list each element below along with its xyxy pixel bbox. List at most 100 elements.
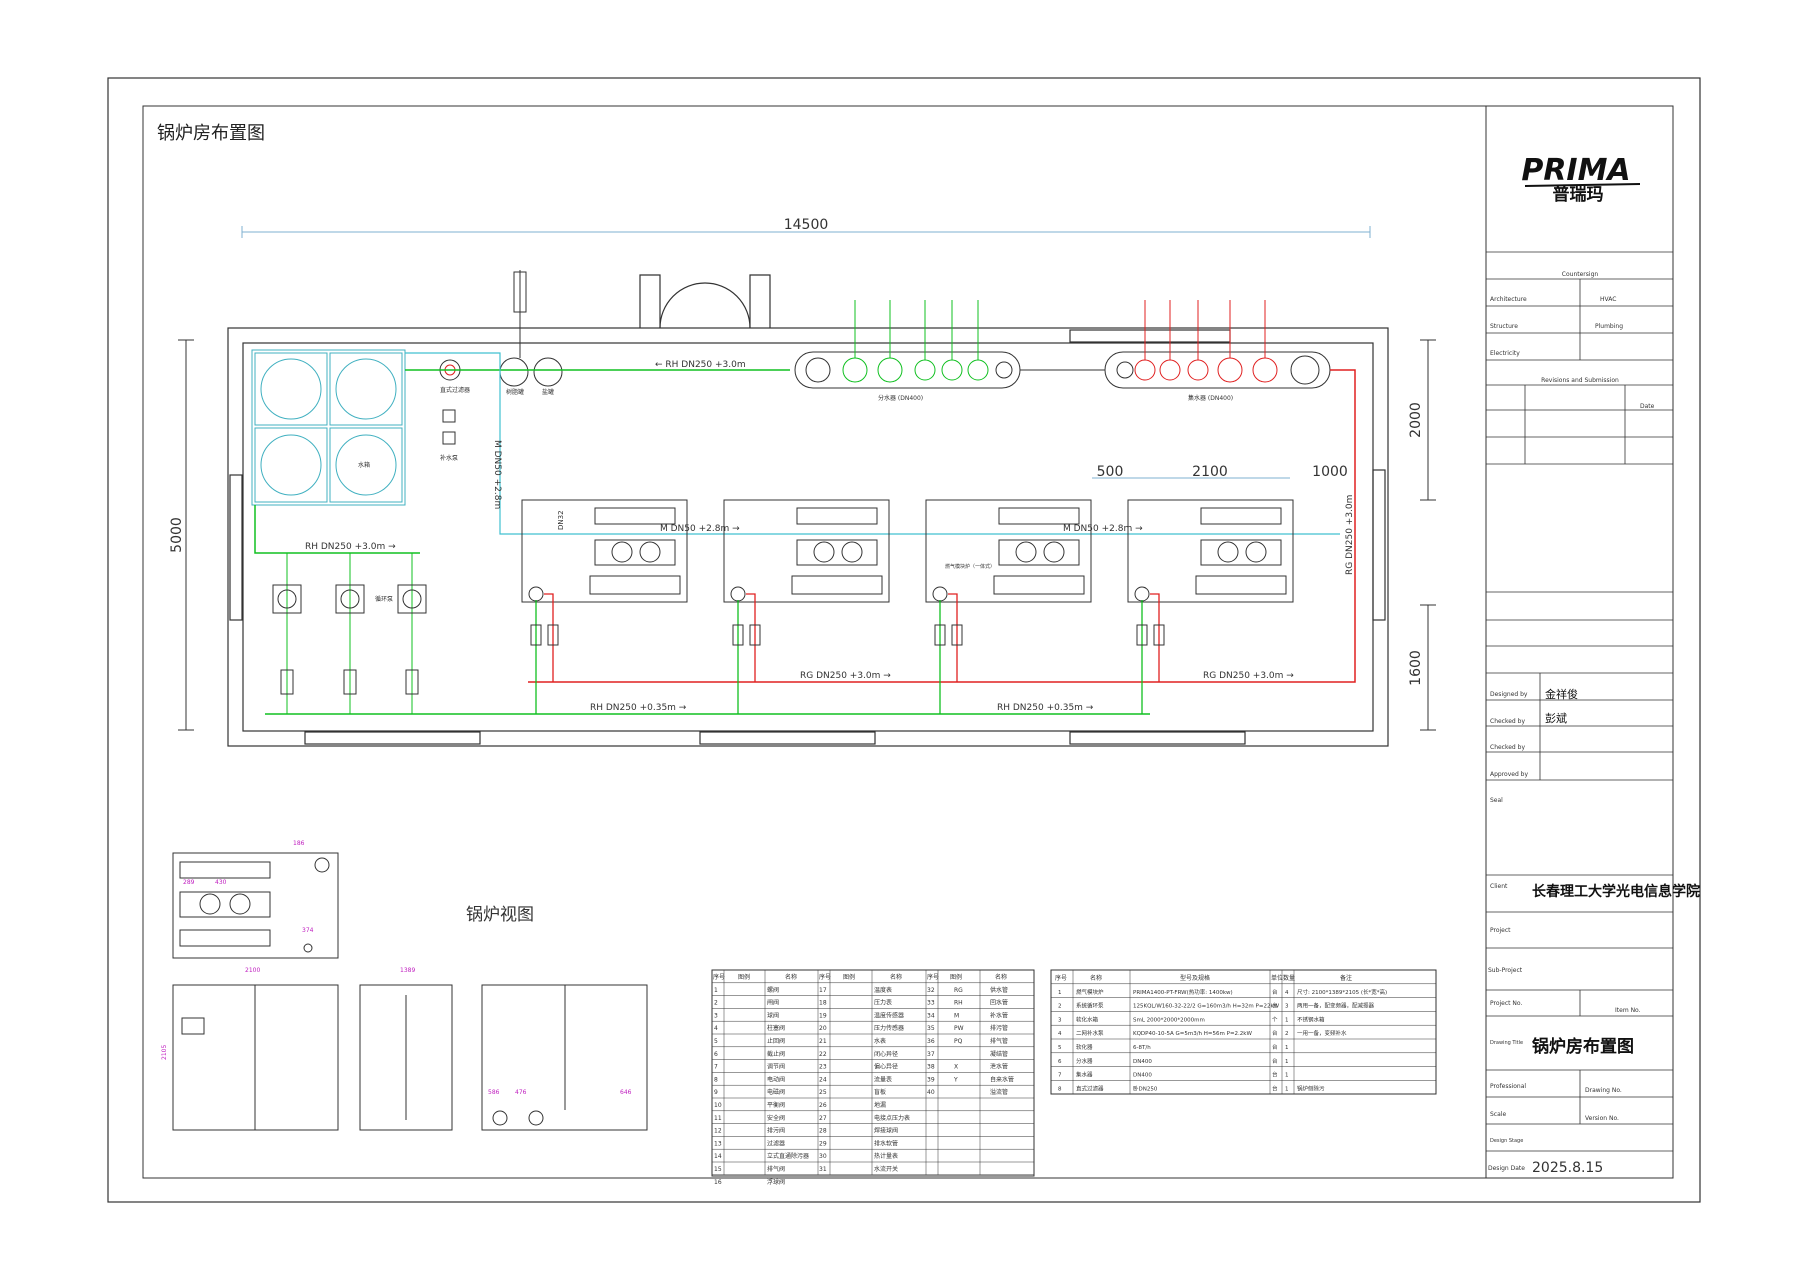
equip-cell: 尺寸: 2100*1389*2105 (长*宽*高) [1297,988,1387,996]
legend-row-name: 电磁阀 [767,1088,785,1096]
label-distributor: 分水器 (DN400) [878,394,923,402]
equip-cell: 锅炉侧除污 [1297,1084,1325,1092]
equip-header: 序号 [1055,974,1067,982]
legend-row-num: 9 [714,1089,718,1096]
legend-header-1: 图例 [738,973,750,981]
legend-row-num: 20 [819,1025,827,1032]
legend-row-num: 26 [819,1102,827,1109]
prima-logo: PRIMA 普瑞玛 [1521,153,1641,205]
legend-row-code: Y [953,1076,958,1083]
legend-row-name: 平衡阀 [767,1101,785,1109]
legend-row-num: 34 [927,1012,935,1019]
legend-row-name: 溢流管 [990,1088,1008,1096]
dim-overall-height: 5000 [169,517,185,553]
legend-row-name: 过滤器 [767,1139,785,1147]
tb-project-no: Project No. [1490,1000,1522,1007]
tb-checked-by-2: Checked by [1490,744,1525,751]
makeup-pump-2 [442,431,456,445]
legend-row-name: 温度表 [874,986,892,994]
inner-frame [142,105,1674,1179]
equip-cell: 125KQL/W160-32-22/2 G=160m3/h H=32m P=22… [1133,1004,1280,1010]
legend-row-name: 焊接球阀 [874,1127,898,1135]
legend-row-num: 39 [927,1076,935,1083]
equip-cell: PRIMA1400-PT-FRW(热功率: 1400kw) [1133,988,1233,996]
legend-row-name: 热计量表 [874,1152,898,1160]
label-rh-bottom-2: RH DN250 +0.35m → [997,703,1094,713]
legend-row-num: 18 [819,1000,827,1007]
equip-cell: 软化器 [1076,1043,1093,1051]
legend-row-code: M [954,1012,959,1019]
legend-row-name: 盲板 [874,1088,886,1096]
legend-row-num: 2 [714,1000,718,1007]
equip-cell: 台 [1272,1071,1278,1079]
label-softener: 树脂罐 [506,388,524,396]
dim-rear-w3: 646 [620,1089,632,1096]
equip-cell: 两用一备，配变频器，配减振器 [1297,1002,1375,1010]
dim-side-w: 1389 [400,967,415,974]
legend-row-num: 7 [714,1064,718,1071]
legend-row-name: 电动阀 [767,1075,785,1083]
legend-row-num: 23 [819,1064,827,1071]
water-tank [251,349,406,506]
tb-checker: 彭斌 [1545,711,1567,725]
dim-plan-w3: 289 [183,879,195,886]
legend-header-0: 序号 [713,973,725,981]
label-rh-bottom-1: RH DN250 +0.35m → [590,703,687,713]
tb-design-stage: Design Stage [1490,1138,1523,1144]
legend-row-name: 压力表 [874,999,892,1007]
legend-row-num: 8 [714,1076,718,1083]
tb-plumbing: Plumbing [1595,323,1623,330]
equip-cell: 1 [1058,990,1062,996]
tb-version-no: Version No. [1585,1115,1619,1122]
distributor [794,300,1021,389]
dim-plan-w2: 430 [215,879,227,886]
tb-drawing-title: 锅炉房布置图 [1532,1036,1634,1057]
equip-cell: 1 [1285,1073,1289,1079]
boiler-view-title: 锅炉视图 [466,905,534,925]
legend-row-num: 6 [714,1051,718,1058]
softener [499,357,529,387]
legend-row-name: 球阀 [767,1011,779,1019]
tb-architecture: Architecture [1490,296,1527,303]
equip-cell: SmL 2000*2000*2000mm [1133,1017,1205,1023]
equip-cell: 系统循环泵 [1076,1002,1104,1010]
legend-row-name: 流量表 [874,1075,892,1083]
tb-scale: Scale [1490,1111,1506,1118]
drawing-title: 锅炉房布置图 [157,123,265,144]
equip-cell: 4 [1058,1031,1062,1037]
tb-checked-by-1: Checked by [1490,718,1525,725]
legend-row-code: RH [954,1000,963,1007]
equip-cell: 台 [1272,1057,1278,1065]
legend-row-num: 5 [714,1038,718,1045]
equip-cell: 6-8T/h [1133,1045,1151,1051]
legend-row-name: 水表 [874,1037,886,1045]
legend-row-num: 10 [714,1102,722,1109]
label-rh-left: RH DN250 +3.0m → [305,542,396,552]
label-filter: 直式过滤器 [440,386,470,394]
logo-brand-cn: 普瑞玛 [1553,184,1604,205]
boiler-connections [535,593,1160,714]
legend-row-num: 16 [714,1179,722,1186]
legend-row-num: 13 [714,1140,722,1147]
tb-electricity: Electricity [1490,350,1520,357]
legend-row-name: 螺阀 [767,986,779,994]
label-rg-vertical: RG DN250 +3.0m [1345,495,1355,575]
label-makeup-pump: 补水泵 [440,454,458,462]
equip-cell: 台 [1272,1084,1278,1092]
collector [1104,300,1331,389]
dim-right-upper: 2000 [1408,402,1424,438]
legend-row-name: 电接点压力表 [874,1114,910,1122]
equip-cell: 二网补水泵 [1076,1029,1104,1037]
tb-client: 长春理工大学光电信息学院 [1532,883,1700,900]
equip-cell: 3 [1285,1004,1289,1010]
equip-cell: 1 [1285,1045,1289,1051]
tb-design-date-label: Design Date [1488,1165,1525,1172]
circulation-pumps [272,553,427,714]
label-rh-top: ← RH DN250 +3.0m [655,360,746,370]
legend-header-3: 序号 [819,973,831,981]
legend-row-num: 19 [819,1012,827,1019]
legend-row-code: PW [954,1025,964,1032]
equip-cell: 集水器 [1076,1071,1093,1079]
tb-design-date: 2025.8.15 [1532,1160,1603,1176]
